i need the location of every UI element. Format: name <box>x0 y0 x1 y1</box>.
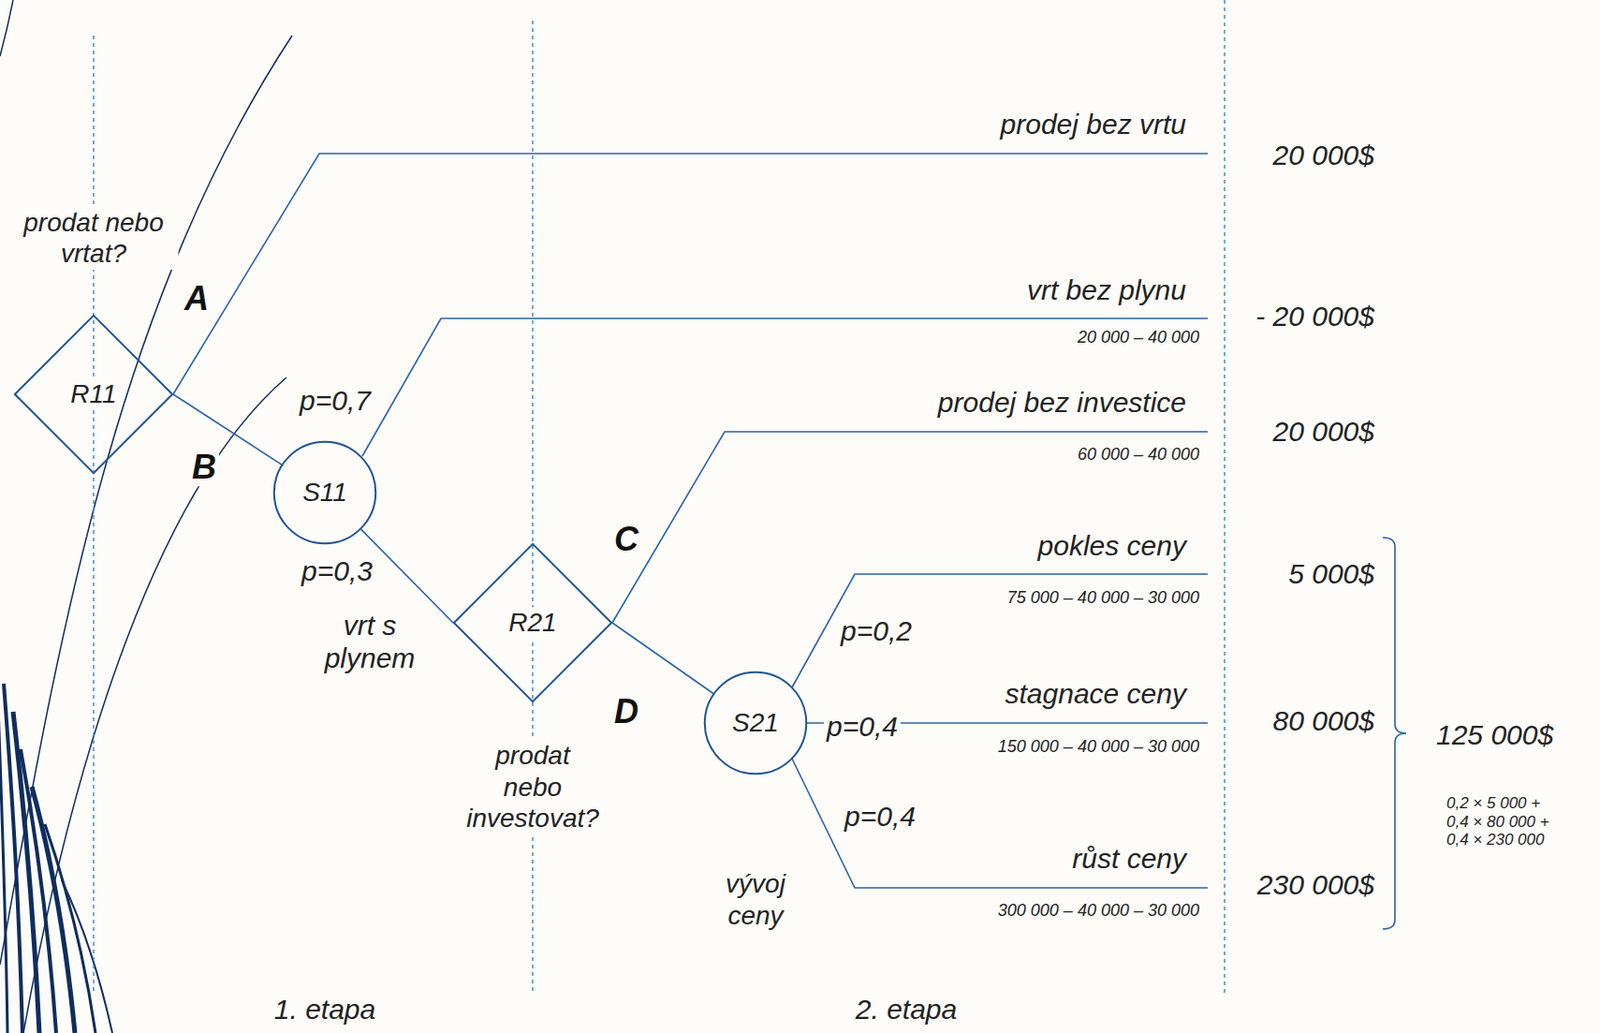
payoff-calculation: 75 000 – 40 000 – 30 000 <box>1004 587 1203 608</box>
payoff-calculation: 60 000 – 40 000 <box>1074 444 1203 465</box>
node-id: S21 <box>729 706 782 739</box>
payoff-calculation: 150 000 – 40 000 – 30 000 <box>995 736 1203 757</box>
chance-circle: S11 <box>273 440 377 544</box>
payoff-value: - 20 000$ <box>1252 300 1378 334</box>
stage-label: 1. etapa <box>271 993 379 1027</box>
payoff-value: 20 000$ <box>1270 139 1378 173</box>
branch-label: pokles ceny <box>1035 529 1189 563</box>
sum-bracket <box>1382 537 1407 929</box>
probability-label: p=0,4 <box>823 710 901 744</box>
branch-label: stagnace ceny <box>1002 677 1189 711</box>
stage-divider <box>93 0 1225 993</box>
expected-value: 125 000$ <box>1433 719 1556 752</box>
node-id: S11 <box>299 476 351 509</box>
node-caption: vývoj ceny <box>722 867 789 931</box>
node-caption: prodat nebo investovat? <box>463 739 602 835</box>
option-letter: C <box>611 519 642 558</box>
node-caption: prodat nebo vrtat? <box>9 206 179 270</box>
payoff-value: 20 000$ <box>1270 415 1378 449</box>
node-id: R11 <box>67 378 119 411</box>
probability-label: p=0,2 <box>837 615 915 648</box>
node-id: R21 <box>505 606 559 639</box>
branch-label: vrt bez plynu <box>1024 274 1189 308</box>
decision-diamond: R21prodat nebo investovat? <box>453 543 613 703</box>
payoff-calculation: 20 000 – 40 000 <box>1074 327 1203 348</box>
probability-label: p=0,4 <box>841 800 919 834</box>
option-letter: B <box>189 447 220 486</box>
chance-circle: S21vývoj ceny <box>704 671 808 775</box>
payoff-value: 230 000$ <box>1254 868 1378 902</box>
swoosh-curves <box>0 0 293 1033</box>
decision-diamond: prodat nebo vrtat?R11 <box>14 314 174 474</box>
option-letter: A <box>181 278 212 318</box>
branch-label: prodej bez vrtu <box>998 108 1189 142</box>
outcome-label: vrt s plynem <box>304 609 437 675</box>
payoff-calculation: 300 000 – 40 000 – 30 000 <box>995 900 1203 921</box>
probability-label: p=0,7 <box>296 384 374 418</box>
branch-label: prodej bez investice <box>935 386 1189 420</box>
payoff-value: 80 000$ <box>1270 704 1378 738</box>
payoff-value: 5 000$ <box>1285 557 1378 591</box>
branch-label: růst ceny <box>1069 842 1189 876</box>
stage-label: 2. etapa <box>852 993 960 1027</box>
decision-branch <box>612 622 714 693</box>
probability-label: p=0,3 <box>298 555 376 588</box>
outcome-branch <box>173 153 1208 888</box>
option-letter: D <box>611 691 642 731</box>
calculation-note: 0,2 × 5 000 + 0,4 × 80 000 + 0,4 × 230 0… <box>1443 793 1567 850</box>
